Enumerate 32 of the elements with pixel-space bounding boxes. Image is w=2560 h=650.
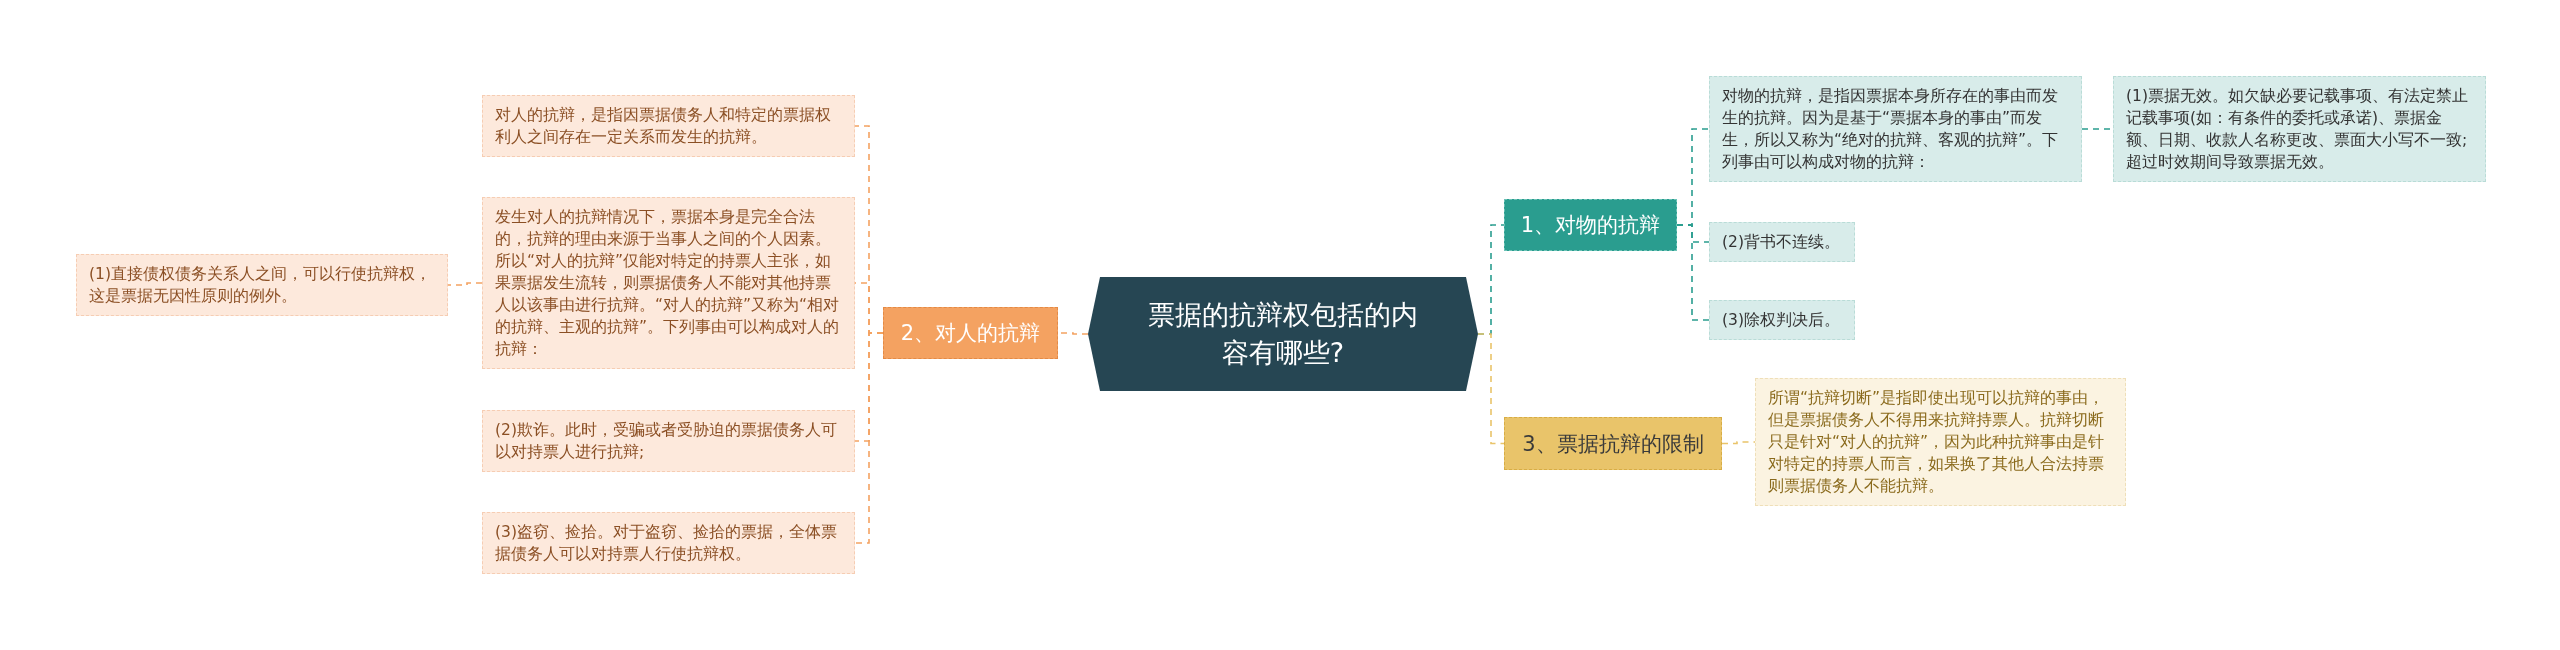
note-box xyxy=(1709,222,1855,262)
note-box xyxy=(1709,76,2082,182)
note-text: (3)除权判决后。 xyxy=(1722,310,1840,331)
topic-label: 3、票据抗辩的限制 xyxy=(1522,430,1704,458)
note-box xyxy=(482,95,855,157)
note-text: (3)盗窃、捡拾。对于盗窃、捡拾的票据，全体票据债务人可以对持票人行使抗辩权。 xyxy=(495,522,838,565)
connector-line xyxy=(854,332,884,544)
note-text: 发生对人的抗辩情况下，票据本身是完全合法的，抗辩的理由来源于当事人之间的个人因素。所以“对人的抗辩”仅能对特定的持票人主张，如果票据发生流转，则票据债务人不能对其他持票人以该事由进行抗辩。“对人的抗辩”又称为“相对的抗辩、主观的抗辩”。下列事由可以构成对人的抗辩： xyxy=(495,207,841,360)
central-topic-text: 票据的抗辩权包括的内容有哪些? xyxy=(1148,298,1418,370)
connector-line xyxy=(1477,333,1505,445)
note-box xyxy=(482,197,855,369)
note-text: (1)票据无效。如欠缺必要记载事项、有法定禁止记载事项(如：有条件的委托或承诺)、票据金额、日期、收款人名称更改、票面大小写不一致;超过时效期间导致票据无效。 xyxy=(2126,86,2469,173)
note-text: (2)欺诈。此时，受骗或者受胁迫的票据债务人可以对持票人进行抗辩; xyxy=(495,420,838,463)
note-box xyxy=(1709,300,1855,340)
note-text: 对物的抗辩，是指因票据本身所存在的事由而发生的抗辩。因为是基于“票据本身的事由”而发生，所以又称为“绝对的抗辩、客观的抗辩”。下列事由可以构成对物的抗辩： xyxy=(1722,86,2060,173)
note-text: (2)背书不连续。 xyxy=(1722,232,1840,253)
note-text: 所谓“抗辩切断”是指即使出现可以抗辩的事由，但是票据债务人不得用来抗辩持票人。抗辩切断只是针对“对人的抗辩”，因为此种抗辩事由是针对特定的持票人而言，如果换了其他人合法持票则票据债务人不能抗辩。 xyxy=(1768,388,2106,497)
topic-box xyxy=(1504,417,1722,470)
connector-line xyxy=(1676,224,1710,321)
note-box xyxy=(2113,76,2486,182)
topic-box xyxy=(1504,199,1677,251)
topic-label: 2、对人的抗辩 xyxy=(900,320,1041,347)
connector-line xyxy=(447,282,483,286)
note-box xyxy=(1755,378,2126,506)
topic-box xyxy=(883,307,1058,359)
note-text: (1)直接债权债务关系人之间，可以行使抗辩权，这是票据无因性原则的例外。 xyxy=(89,264,432,307)
note-box xyxy=(482,410,855,472)
note-box xyxy=(76,254,448,316)
note-text: 对人的抗辩，是指因票据债务人和特定的票据权利人之间存在一定关系而发生的抗辩。 xyxy=(495,105,832,148)
note-box xyxy=(482,512,855,574)
connector-line xyxy=(1721,441,1756,445)
topic-label: 1、对物的抗辩 xyxy=(1520,212,1661,239)
